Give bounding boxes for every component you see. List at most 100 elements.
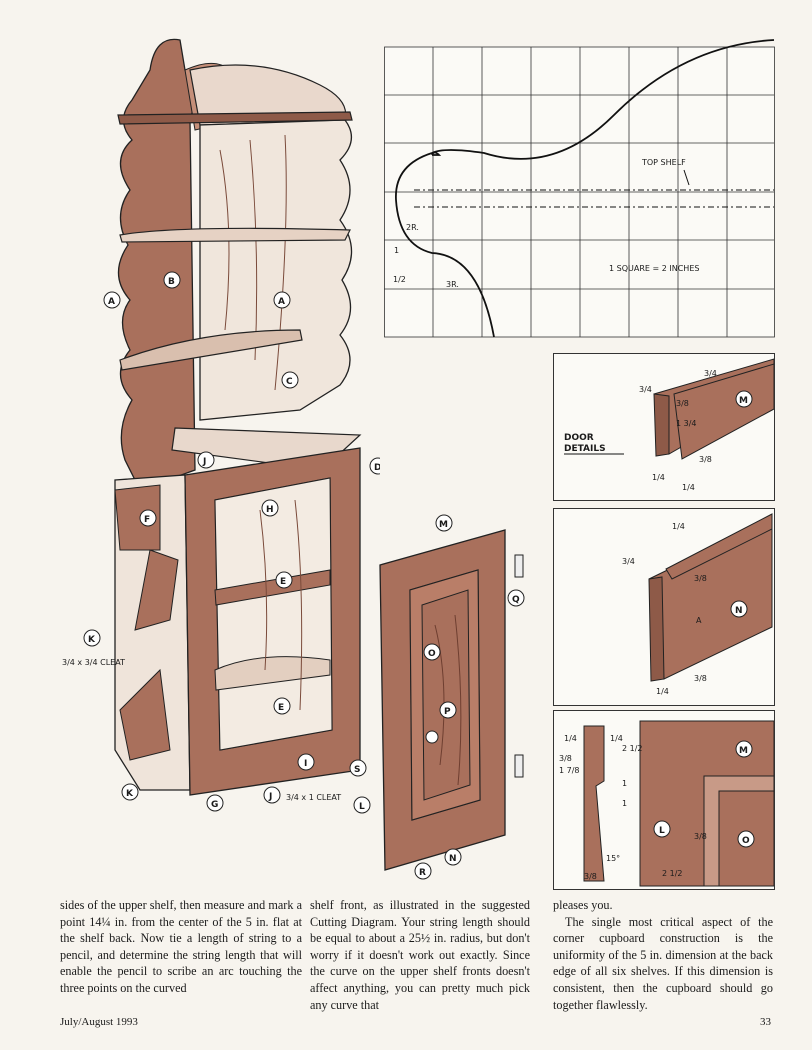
part-label-g: G [206,794,224,812]
part-label-i: I [297,753,315,771]
svg-text:K: K [88,635,96,645]
part-label-d: D [369,457,380,475]
svg-text:3/8: 3/8 [694,674,707,683]
door-detail-3-drawing: M L O 1/4 1/4 2 1/2 3/8 1 7/8 1 1 15° 3/… [559,720,775,887]
part-label-o-detail3: O [737,830,755,848]
svg-text:L: L [359,802,365,812]
part-label-o: O [423,643,441,661]
door-details-title-line1: DOOR [564,433,594,443]
svg-text:P: P [444,707,451,717]
part-label-m: M [435,514,453,532]
part-label-a2: A [273,291,291,309]
part-label-k2: K [121,783,139,801]
radius-2r-label: 2R. [406,223,419,232]
svg-text:1/4: 1/4 [652,473,665,482]
svg-text:O: O [428,649,436,659]
svg-text:A: A [696,616,702,625]
svg-text:I: I [304,759,307,769]
svg-text:D: D [374,463,380,473]
svg-text:1 7/8: 1 7/8 [559,766,580,775]
svg-text:J: J [268,792,272,802]
svg-text:3/4: 3/4 [622,557,635,566]
svg-text:R: R [419,868,426,878]
svg-text:15°: 15° [606,854,620,863]
body-column-3-para-1: pleases you. [553,898,613,912]
svg-text:F: F [144,515,150,525]
svg-text:2 1/2: 2 1/2 [662,869,683,878]
svg-text:3/8: 3/8 [559,754,572,763]
door-detail-panel-3: M L O 1/4 1/4 2 1/2 3/8 1 7/8 1 1 15° 3/… [553,710,775,890]
part-label-j2: J [263,786,281,804]
svg-text:S: S [354,765,360,775]
body-column-2: shelf front, as illustrated in the sugge… [310,897,530,1013]
part-label-k1: K [83,629,101,647]
radius-3r-label: 3R. [446,280,459,289]
door-detail-panel-1: DOOR DETAILS M 3/4 3/4 3/8 1 3/4 3/8 1/4… [553,353,775,501]
shelf-lower [119,329,303,371]
part-label-q: Q [507,589,525,607]
svg-text:N: N [449,854,457,864]
door-detail-2-drawing: N 1/4 3/4 3/8 A 1/4 3/8 [622,513,773,696]
svg-text:Q: Q [512,595,520,605]
shelf-top [117,111,353,125]
cleat-left-label: 3/4 x 3/4 CLEAT [62,658,125,667]
svg-text:1: 1 [622,779,627,788]
cabinet-back-board [117,38,196,491]
body-column-1: sides of the upper shelf, then measure a… [60,897,302,997]
svg-text:G: G [211,800,218,810]
svg-text:3/8: 3/8 [694,574,707,583]
svg-text:3/4: 3/4 [639,385,652,394]
cleat-bottom-label: 3/4 x 1 CLEAT [286,793,341,802]
scale-note: 1 SQUARE = 2 INCHES [609,264,699,273]
part-label-b: B [163,271,181,289]
svg-text:O: O [742,836,750,846]
part-label-m-detail: M [735,390,753,408]
shelf-profile-curve [431,39,775,160]
body-column-2-text: shelf front, as illustrated in the sugge… [310,898,530,1012]
svg-text:1/4: 1/4 [656,687,669,696]
door-detail-1-drawing: DOOR DETAILS M 3/4 3/4 3/8 1 3/4 3/8 1/4… [564,358,775,492]
part-label-a1: A [103,291,121,309]
door-illustration: M O P Q L N R [353,514,525,880]
svg-text:L: L [659,826,665,836]
top-shelf-grid-diagram: TOP SHELF 2R. 3R. 1 SQUARE = 2 INCHES 1 … [384,39,775,338]
dim-one: 1 [394,246,399,255]
svg-text:1: 1 [622,799,627,808]
part-label-n: N [444,848,462,866]
svg-text:J: J [202,457,206,467]
svg-text:2 1/2: 2 1/2 [622,744,643,753]
part-label-s: S [349,759,367,777]
body-column-3-para-2: The single most critical aspect of the c… [553,914,773,1012]
svg-text:K: K [126,789,134,799]
svg-text:1/4: 1/4 [564,734,577,743]
svg-text:C: C [286,377,293,387]
svg-text:3/4: 3/4 [704,369,717,378]
svg-text:1/4: 1/4 [682,483,695,492]
svg-text:N: N [735,606,743,616]
part-label-j1: J [197,451,215,469]
svg-text:E: E [280,577,286,587]
part-label-h: H [261,499,279,517]
part-label-e2: E [273,697,291,715]
part-label-r: R [414,862,432,880]
svg-text:A: A [278,297,285,307]
svg-text:3/8: 3/8 [676,399,689,408]
part-label-l-detail3: L [653,820,671,838]
footer-issue: July/August 1993 [60,1016,138,1028]
svg-text:E: E [278,703,284,713]
svg-text:3/8: 3/8 [699,455,712,464]
part-label-c: C [281,371,299,389]
cabinet-illustration: B A A C D J F H E E K I J K G S 3/4 x 3/… [62,38,380,812]
svg-text:1/4: 1/4 [610,734,623,743]
svg-text:3/8: 3/8 [694,832,707,841]
top-shelf-label: TOP SHELF [641,158,686,167]
svg-text:3/8: 3/8 [584,872,597,881]
svg-text:M: M [739,396,748,406]
part-label-e1: E [275,571,293,589]
svg-text:1/4: 1/4 [672,522,685,531]
part-label-f: F [139,509,157,527]
shelf-middle [119,227,351,243]
svg-text:1 3/4: 1 3/4 [676,419,697,428]
part-label-p: P [439,701,457,719]
svg-text:A: A [108,297,115,307]
